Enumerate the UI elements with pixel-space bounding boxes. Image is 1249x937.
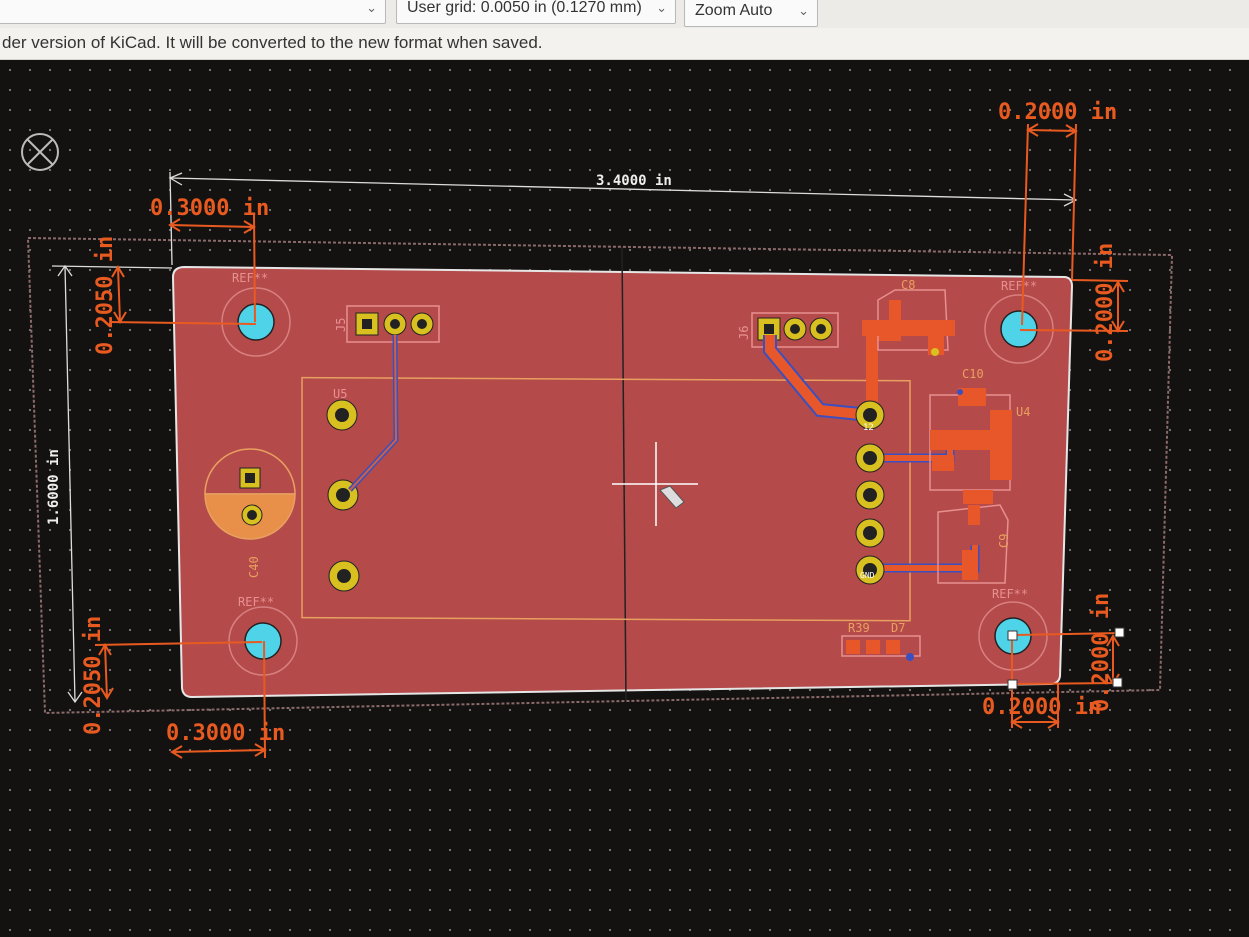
origin-marker-icon xyxy=(21,133,59,171)
c8-label: C8 xyxy=(901,278,915,292)
dimension-bottom-left[interactable] xyxy=(94,640,267,759)
dimension-board-height-label: 1.6000 in xyxy=(46,449,62,525)
r39-d7-parts[interactable] xyxy=(841,635,921,661)
ref-label: REF** xyxy=(238,595,274,609)
grid-select[interactable]: User grid: 0.0050 in (0.1270 mm) ⌄ xyxy=(396,0,676,24)
banner-message: der version of KiCad. It will be convert… xyxy=(2,33,543,52)
u5-pads[interactable] xyxy=(326,399,360,592)
dimension-bottom-right-horizontal-label: 0.2000 in xyxy=(982,695,1101,720)
u5-label: U5 xyxy=(333,387,347,401)
u4-label: U4 xyxy=(1016,405,1030,419)
dimension-bottom-left-horizontal-label: 0.3000 in xyxy=(166,721,285,746)
dimension-top-left[interactable] xyxy=(109,214,257,325)
dimension-top-right[interactable] xyxy=(1019,123,1129,333)
d7-label: D7 xyxy=(891,621,905,635)
toolbar: ⌄ User grid: 0.0050 in (0.1270 mm) ⌄ Zoo… xyxy=(0,0,1249,28)
courtyard-outline xyxy=(26,236,1174,715)
toolbar-select-left[interactable]: ⌄ xyxy=(0,0,386,24)
capacitor-c8[interactable] xyxy=(862,289,955,356)
c40-label: C40 xyxy=(247,556,261,578)
pin-label: GND xyxy=(860,571,875,580)
mounting-hole-top-left[interactable] xyxy=(221,287,291,357)
zoom-select[interactable]: Zoom Auto ⌄ xyxy=(684,0,818,27)
dimension-top-right-horizontal-label: 0.2000 in xyxy=(998,100,1117,125)
capacitor-c9[interactable] xyxy=(937,504,1009,584)
regulator-u4[interactable] xyxy=(929,388,1012,504)
chevron-down-icon: ⌄ xyxy=(366,0,377,15)
zoom-select-value: Zoom Auto xyxy=(695,2,773,19)
selection-handles[interactable] xyxy=(1007,627,1125,690)
dimension-bottom-left-vertical-label: 0.2050 in xyxy=(81,616,106,735)
ref-label: REF** xyxy=(1001,279,1037,293)
connector-j5[interactable] xyxy=(346,305,440,343)
info-banner: der version of KiCad. It will be convert… xyxy=(0,28,1249,60)
dimension-board-height[interactable] xyxy=(51,264,173,704)
pcb-board[interactable] xyxy=(171,246,1074,701)
capacitor-c40[interactable] xyxy=(204,448,296,540)
c9-label: C9 xyxy=(997,534,1011,548)
dimension-top-left-horizontal-label: 0.3000 in xyxy=(150,196,269,221)
connector-j6[interactable] xyxy=(751,312,839,348)
j5-label: J5 xyxy=(334,318,348,332)
mounting-hole-bottom-left[interactable] xyxy=(228,606,298,676)
dimension-top-right-vertical-label: 0.2000 in xyxy=(1093,243,1118,362)
dimension-bottom-right-vertical-label: 0.2000 in xyxy=(1089,593,1114,712)
mounting-hole-top-right[interactable] xyxy=(984,294,1054,364)
module-outline xyxy=(301,376,911,622)
crosshair-cursor-icon xyxy=(612,442,698,526)
dimension-top-left-vertical-label: 0.2050 in xyxy=(93,236,118,355)
grid-select-value: User grid: 0.0050 in (0.1270 mm) xyxy=(407,0,642,16)
center-line xyxy=(621,246,627,701)
ref-label: REF** xyxy=(232,271,268,285)
dimension-board-width[interactable] xyxy=(168,171,1078,266)
ref-label: REF** xyxy=(992,587,1028,601)
r39-label: R39 xyxy=(848,621,870,635)
dimension-board-width-label: 3.4000 in xyxy=(596,173,672,189)
pin-label: 12 xyxy=(863,423,874,433)
j6-label: J6 xyxy=(737,326,751,340)
chevron-down-icon: ⌄ xyxy=(656,0,667,15)
header-pins[interactable] xyxy=(855,400,885,585)
c10-label: C10 xyxy=(962,367,984,381)
chevron-down-icon: ⌄ xyxy=(798,3,809,18)
